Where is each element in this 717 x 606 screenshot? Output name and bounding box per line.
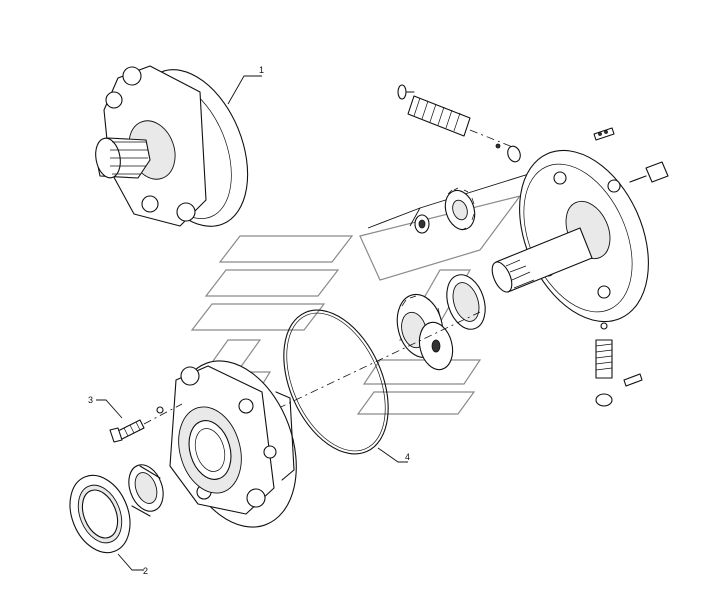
- callout-4-label: 4: [405, 452, 410, 462]
- callout-1-label: 1: [259, 65, 264, 75]
- pump-assembly-part-1: [95, 65, 249, 227]
- bushing: [128, 464, 164, 517]
- drive-gear-small: [444, 187, 476, 231]
- oil-seal-part-2: [69, 474, 131, 554]
- nut: [414, 214, 430, 234]
- callout-1-leader: [227, 75, 262, 105]
- callout-4-leader: [377, 447, 408, 463]
- callout-2-label: 2: [143, 566, 148, 576]
- callout-3-label: 3: [88, 395, 93, 405]
- bearing-ring: [446, 274, 486, 330]
- relief-valve-spring-set: [397, 84, 615, 163]
- rear-cover-with-shaft: [491, 149, 669, 323]
- callout-2-leader: [117, 553, 144, 571]
- pump-gear-set: [396, 293, 454, 371]
- callout-3-leader: [96, 399, 123, 419]
- coil-spring-upper: [407, 95, 471, 137]
- front-pump-housing: [169, 360, 297, 528]
- bolt-part-3: [109, 403, 183, 443]
- centerline: [261, 311, 481, 417]
- coil-spring-lower: [595, 322, 643, 407]
